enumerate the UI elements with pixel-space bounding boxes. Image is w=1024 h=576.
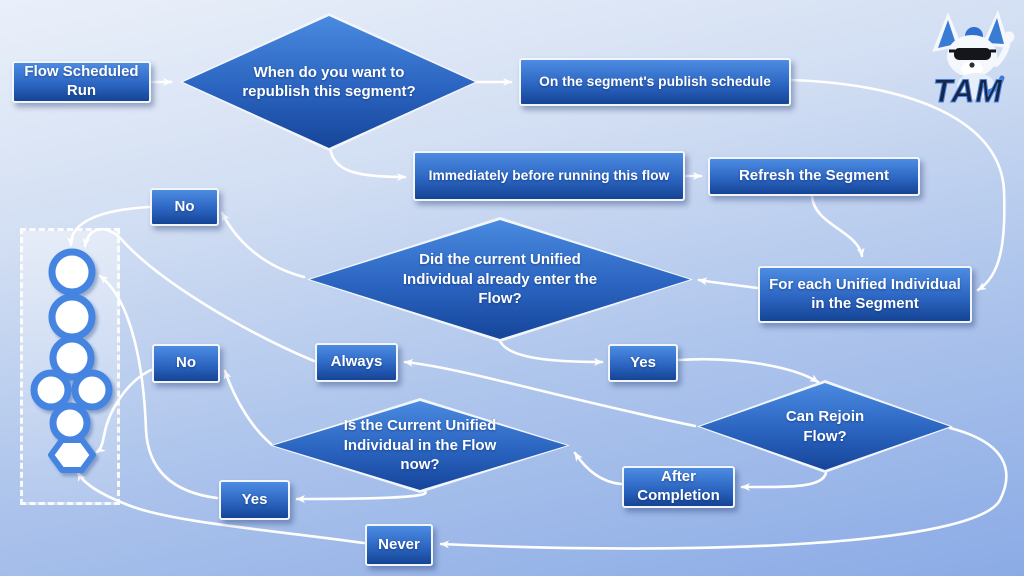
node-flow-scheduled-run: Flow Scheduled Run — [12, 61, 151, 103]
edge-no2-to-flowend — [95, 368, 153, 454]
edge-isinflow-to-yes2 — [295, 489, 427, 503]
node-yes-1: Yes — [608, 344, 678, 382]
edge-didenter-to-yes1 — [498, 339, 604, 366]
edge-yes2-to-flowentry — [98, 274, 219, 500]
edge-always-to-flowentry — [82, 227, 316, 363]
flow-node-circle-1 — [48, 248, 96, 296]
node-label: When do you want to republish this segme… — [242, 63, 416, 101]
edge-aftercompletion-to-isinflow — [573, 451, 623, 486]
node-label: After Completion — [637, 468, 720, 504]
flow-node-circle-4a — [30, 369, 72, 411]
node-no-2: No — [152, 344, 220, 383]
edge-no1-to-flowentry — [66, 205, 151, 247]
edge-refresh-to-foreach — [810, 194, 865, 258]
edge-canrejoin-to-always — [403, 358, 697, 428]
edges — [66, 78, 1008, 550]
node-no-1: No — [150, 188, 219, 226]
edge-never-to-flowend — [76, 471, 366, 545]
flow-shapes — [30, 248, 113, 473]
flow-node-circle-4b — [71, 369, 113, 411]
node-label: Refresh the Segment — [738, 167, 890, 185]
node-label: Yes — [630, 353, 656, 371]
node-label: Flow Scheduled Run — [24, 63, 139, 99]
node-label: Did the current Unified Individual alrea… — [402, 251, 598, 308]
flow-node-circle-5 — [49, 402, 91, 444]
edge-canrejoin-to-never — [439, 426, 1008, 550]
edge-when-to-immediately — [328, 146, 407, 181]
node-is-in-flow-decision: Is the Current Unified Individual in the… — [270, 398, 570, 493]
node-label: For each Unified Individual in the Segme… — [769, 275, 961, 312]
edge-foreach-to-didenter — [697, 277, 759, 290]
node-label: Never — [378, 535, 420, 553]
node-label: Yes — [241, 490, 268, 508]
node-label: Can Rejoin Flow? — [785, 408, 865, 445]
node-publish-schedule: On the segment's publish schedule — [519, 58, 791, 106]
node-label: Is the Current Unified Individual in the… — [343, 417, 497, 474]
flow-node-circle-3 — [49, 335, 95, 381]
node-for-each-unified-individual: For each Unified Individual in the Segme… — [758, 266, 972, 323]
edge-isinflow-to-no2 — [223, 369, 273, 446]
node-always: Always — [315, 343, 398, 382]
edge-canrejoin-to-aftercompletion — [740, 471, 828, 492]
node-label: No — [176, 354, 196, 372]
node-refresh-segment: Refresh the Segment — [708, 157, 920, 196]
flow-node-end-hexagon — [48, 437, 96, 473]
node-label: Immediately before running this flow — [428, 168, 670, 184]
tam-logo-text: TAM — [933, 73, 1003, 108]
flow-node-circle-2 — [48, 293, 96, 341]
node-label: On the segment's publish schedule — [539, 74, 771, 90]
node-yes-2: Yes — [219, 480, 290, 520]
node-when-republish-decision: When do you want to republish this segme… — [180, 13, 478, 151]
tam-mascot-icon — [932, 10, 1015, 99]
node-never: Never — [365, 524, 433, 566]
edge-didenter-to-no1 — [220, 211, 306, 279]
node-can-rejoin-decision: Can Rejoin Flow? — [697, 380, 953, 473]
node-label: No — [174, 197, 195, 215]
node-label: Always — [330, 353, 383, 371]
edge-yes1-to-canrejoin — [677, 357, 820, 384]
node-after-completion: After Completion — [622, 466, 735, 508]
edge-schedule-to-foreach — [789, 78, 1006, 292]
node-immediately-before: Immediately before running this flow — [413, 151, 685, 201]
tam-logo: TAM — [932, 10, 1015, 108]
node-did-enter-decision: Did the current Unified Individual alrea… — [307, 217, 693, 342]
